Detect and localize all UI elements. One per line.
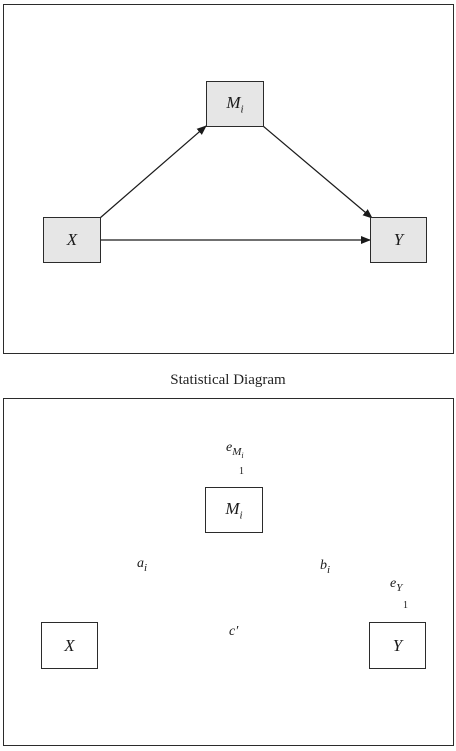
arrow-x-to-m-conceptual — [99, 125, 207, 219]
path-label-b: bi — [320, 558, 331, 576]
path-label-c-prime: c′ — [229, 624, 239, 639]
error-term-y: eY — [390, 576, 403, 594]
node-y-label: Y — [393, 230, 404, 249]
node-y-label: Y — [392, 635, 403, 655]
node-y-conceptual: Y — [370, 217, 427, 263]
error-weight-y: 1 — [403, 600, 408, 611]
node-x-statistical: X — [41, 622, 98, 669]
node-m-label: Mi — [226, 92, 244, 116]
node-x-label: X — [64, 635, 75, 655]
path-label-a: ai — [137, 556, 148, 574]
node-x-conceptual: X — [43, 217, 101, 263]
node-m-conceptual: Mi — [206, 81, 264, 127]
node-m-label: Mi — [225, 498, 243, 522]
statistical-diagram-caption: Statistical Diagram — [170, 372, 286, 388]
node-x-label: X — [66, 230, 78, 249]
node-m-statistical: Mi — [205, 487, 263, 533]
statistical-diagram-panel — [3, 398, 454, 746]
error-term-m: eMi — [226, 440, 244, 460]
node-y-statistical: Y — [369, 622, 426, 669]
error-weight-m: 1 — [239, 466, 244, 477]
arrow-m-to-y-conceptual — [262, 125, 373, 219]
conceptual-diagram-panel — [3, 4, 454, 354]
